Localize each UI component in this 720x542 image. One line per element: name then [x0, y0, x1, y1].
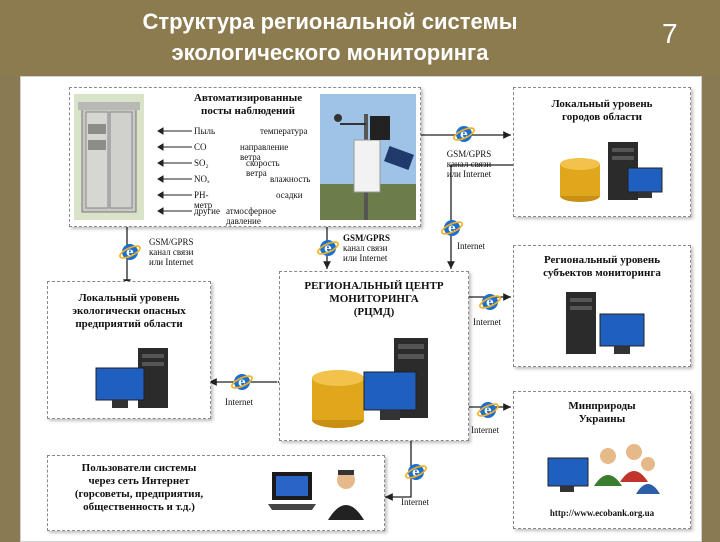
ie-icon: e	[317, 240, 339, 256]
regional-subjects-box: Региональный уровень субъектов мониторин…	[513, 245, 691, 367]
center-line-2: МОНИТОРИНГА	[329, 293, 419, 305]
slide-header: Структура региональной системы экологиче…	[0, 0, 720, 76]
gsm-left-line-2: канал связи	[149, 247, 194, 257]
title-line-2: экологического мониторинга	[171, 40, 489, 65]
ministry-line-2: Украины	[578, 413, 626, 425]
local-enterprises-line-1: Локальный уровень	[78, 292, 180, 304]
internet-label-5: Internet	[401, 497, 429, 507]
regional-subjects-line-2: субъектов мониторинга	[543, 267, 661, 279]
regional-center-title: РЕГИОНАЛЬНЫЙ ЦЕНТР МОНИТОРИНГА (РЦМД)	[280, 280, 468, 319]
gsm-right-line-2: канал связи	[446, 159, 492, 169]
center-line-1: РЕГИОНАЛЬНЫЙ ЦЕНТР	[304, 280, 444, 292]
monitoring-cabinet-image	[74, 94, 144, 220]
param-right-5: атмосферное давление	[226, 206, 276, 226]
local-enterprises-line-3: предприятий области	[75, 318, 183, 330]
ie-icon: e	[405, 464, 427, 480]
param-left-3: NOₓ	[194, 174, 210, 184]
users-title: Пользователи системы через сеть Интернет…	[54, 462, 224, 514]
server-stack-image	[560, 142, 663, 202]
gsm-center-line-1: GSM/GPRS	[343, 233, 391, 243]
svg-text:e: e	[448, 221, 456, 235]
svg-text:e: e	[238, 375, 246, 389]
gsm-left-label: GSM/GPRS канал связи или Internet	[149, 237, 209, 267]
param-left-2: SO₂	[194, 158, 209, 168]
ministry-url[interactable]: http://www.ecobank.org.ua	[549, 508, 655, 518]
ie-icon: e	[477, 402, 499, 418]
param-left-1: CO	[194, 142, 207, 152]
param-right-0: температура	[260, 126, 308, 136]
internet-label-3: Internet	[225, 397, 253, 407]
users-line-1: Пользователи системы	[81, 462, 197, 474]
posts-title-line-2: посты наблюдений	[201, 105, 295, 117]
param-left-5: другие	[194, 206, 220, 216]
regional-subjects-line-1: Региональный уровень	[543, 254, 661, 266]
local-cities-box: Локальный уровень городов области	[513, 87, 691, 217]
title-line-1: Структура региональной системы	[142, 9, 518, 34]
users-line-2: через сеть Интернет	[88, 475, 190, 487]
user-laptop-image	[268, 470, 364, 520]
param-right-4: осадки	[276, 190, 303, 200]
param-left-4: PH-метр	[194, 190, 213, 210]
internet-label-2: Internet	[473, 317, 501, 327]
posts-title-line-1: Автоматизированные	[193, 92, 303, 104]
ie-icon: e	[119, 244, 141, 260]
slide-title: Структура региональной системы экологиче…	[60, 6, 600, 68]
svg-text:e: e	[126, 245, 134, 259]
ministry-users-image	[547, 444, 660, 494]
slide-number: 7	[662, 18, 678, 49]
local-cities-line-1: Локальный уровень	[551, 98, 653, 110]
gsm-right-line-1: GSM/GPRS	[446, 149, 492, 159]
svg-text:e: e	[460, 127, 468, 141]
data-center-image	[312, 338, 428, 428]
param-right-1: направление ветра	[240, 142, 289, 162]
users-line-3: (горсоветы, предприятия,	[74, 488, 204, 500]
ministry-box: Минприроды Украины http://www.ecobank.or…	[513, 391, 691, 529]
users-line-4: общественность и т.д.)	[83, 501, 195, 513]
gsm-center-label: GSM/GPRS канал связи или Internet	[343, 233, 407, 263]
ie-icon: e	[231, 374, 253, 390]
svg-text:e: e	[484, 403, 492, 417]
observation-posts-box: Автоматизированные посты наблюдений Пыль…	[69, 87, 421, 227]
local-enterprises-line-2: экологически опасных	[72, 305, 186, 317]
param-left-0: Пыль	[194, 126, 216, 136]
regional-subjects-title: Региональный уровень субъектов мониторин…	[514, 254, 690, 280]
weather-station-image	[320, 94, 416, 220]
ie-icon: e	[453, 126, 475, 142]
local-enterprises-box: Локальный уровень экологически опасных п…	[47, 281, 211, 419]
local-cities-title: Локальный уровень городов области	[514, 98, 690, 124]
center-line-3: (РЦМД)	[353, 306, 395, 318]
svg-text:e: e	[486, 295, 494, 309]
params-arrows	[157, 127, 192, 215]
svg-text:e: e	[412, 465, 420, 479]
regional-center-box: РЕГИОНАЛЬНЫЙ ЦЕНТР МОНИТОРИНГА (РЦМД)	[279, 271, 469, 441]
ministry-title: Минприроды Украины	[514, 400, 690, 426]
users-box: Пользователи системы через сеть Интернет…	[47, 455, 385, 531]
server-workstation-image	[566, 292, 645, 354]
internet-label-4: Internet	[471, 425, 499, 435]
ie-icon: e	[479, 294, 501, 310]
arrow-center-users	[385, 437, 412, 501]
gsm-center-line-3: или Internet	[343, 253, 388, 263]
gsm-left-line-3: или Internet	[149, 257, 194, 267]
gsm-center-line-2: канал связи	[343, 243, 388, 253]
ministry-line-1: Минприроды	[568, 400, 636, 412]
internet-label-1: Internet	[457, 241, 485, 251]
gsm-right-label: GSM/GPRS канал связи или Internet	[439, 149, 499, 179]
local-cities-line-2: городов области	[561, 111, 643, 123]
ie-icon: e	[441, 220, 463, 236]
server-workstation-image	[95, 348, 168, 408]
gsm-left-line-1: GSM/GPRS	[149, 237, 194, 247]
posts-title: Автоматизированные посты наблюдений	[178, 92, 318, 118]
param-right-2: скорость ветра	[246, 158, 280, 178]
local-enterprises-title: Локальный уровень экологически опасных п…	[48, 292, 210, 331]
gsm-right-line-3: или Internet	[446, 169, 492, 179]
param-right-3: влажность	[270, 174, 311, 184]
diagram-canvas: Автоматизированные посты наблюдений Пыль…	[20, 76, 702, 542]
svg-text:e: e	[324, 241, 332, 255]
